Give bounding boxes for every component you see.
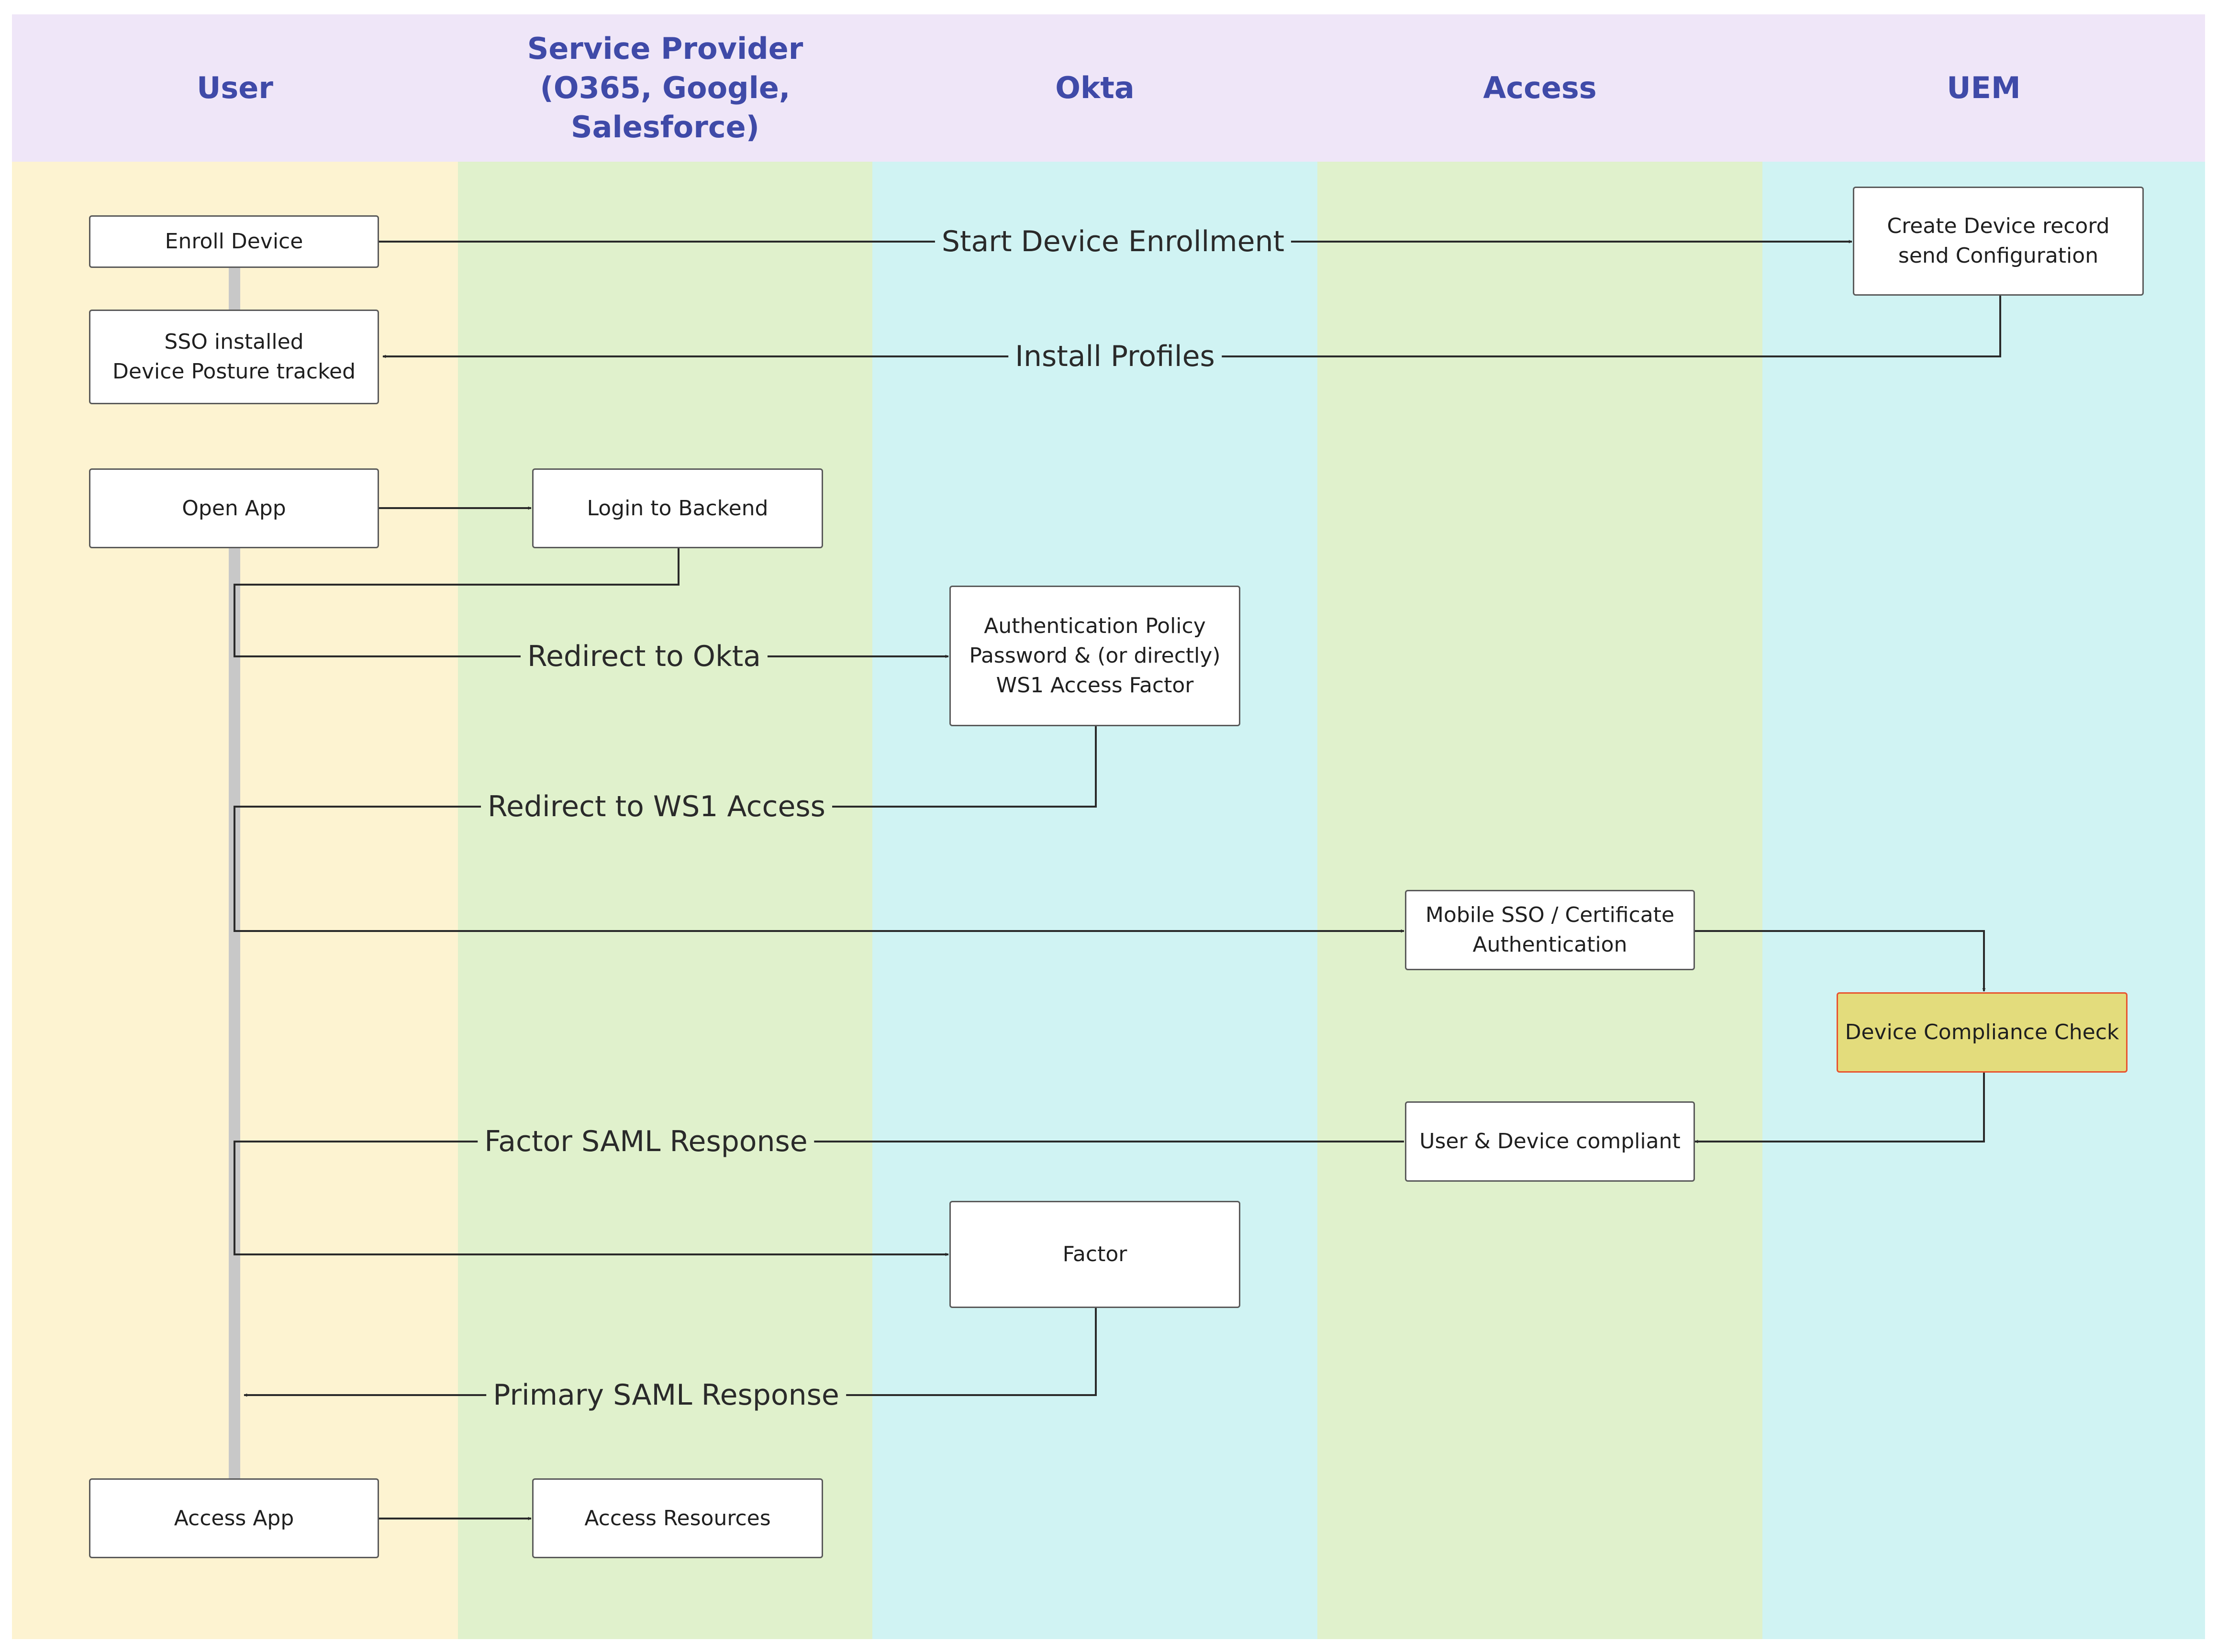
create-device-record-box: Create Device record send Configuration [1853,187,2144,296]
device-compliance-check-box: Device Compliance Check [1837,992,2128,1073]
factor-box: Factor [949,1201,1240,1308]
label-install-profiles: Install Profiles [1008,340,1222,373]
label-redirect-to-ws1-access: Redirect to WS1 Access [481,790,832,823]
sso-installed-box: SSO installed Device Posture tracked [89,310,379,404]
login-backend-box: Login to Backend [532,468,823,548]
lane-header-user: User [12,14,458,162]
lane-body-service-provider [458,162,872,1639]
lane-access: Access [1317,14,1762,1639]
lane-title: Okta [1055,70,1135,105]
user-lifeline-lower [229,548,240,1478]
lane-header-access: Access [1317,14,1762,162]
lane-title: Service Provider (O365, Google, Salesfor… [527,31,803,144]
mobile-sso-box: Mobile SSO / Certificate Authentication [1405,890,1695,970]
lane-uem: UEM [1762,14,2205,1639]
lane-title: UEM [1947,70,2021,105]
lane-title: User [197,70,273,105]
enroll-device-box: Enroll Device [89,215,379,268]
access-resources-box: Access Resources [532,1478,823,1558]
authentication-policy-box: Authentication Policy Password & (or dir… [949,586,1240,726]
label-redirect-to-okta: Redirect to Okta [520,640,768,673]
user-lifeline-upper [229,267,240,310]
lane-header-okta: Okta [872,14,1317,162]
label-primary-saml-response: Primary SAML Response [486,1378,846,1412]
lane-header-uem: UEM [1762,14,2205,162]
lane-title: Access [1483,70,1597,105]
lane-body-uem [1762,162,2205,1639]
label-factor-saml-response: Factor SAML Response [478,1125,814,1158]
access-app-box: Access App [89,1478,379,1558]
lane-body-okta [872,162,1317,1639]
label-start-device-enrollment: Start Device Enrollment [935,225,1292,258]
lane-header-service-provider: Service Provider (O365, Google, Salesfor… [458,14,872,162]
open-app-box: Open App [89,468,379,548]
user-device-compliant-box: User & Device compliant [1405,1101,1695,1182]
